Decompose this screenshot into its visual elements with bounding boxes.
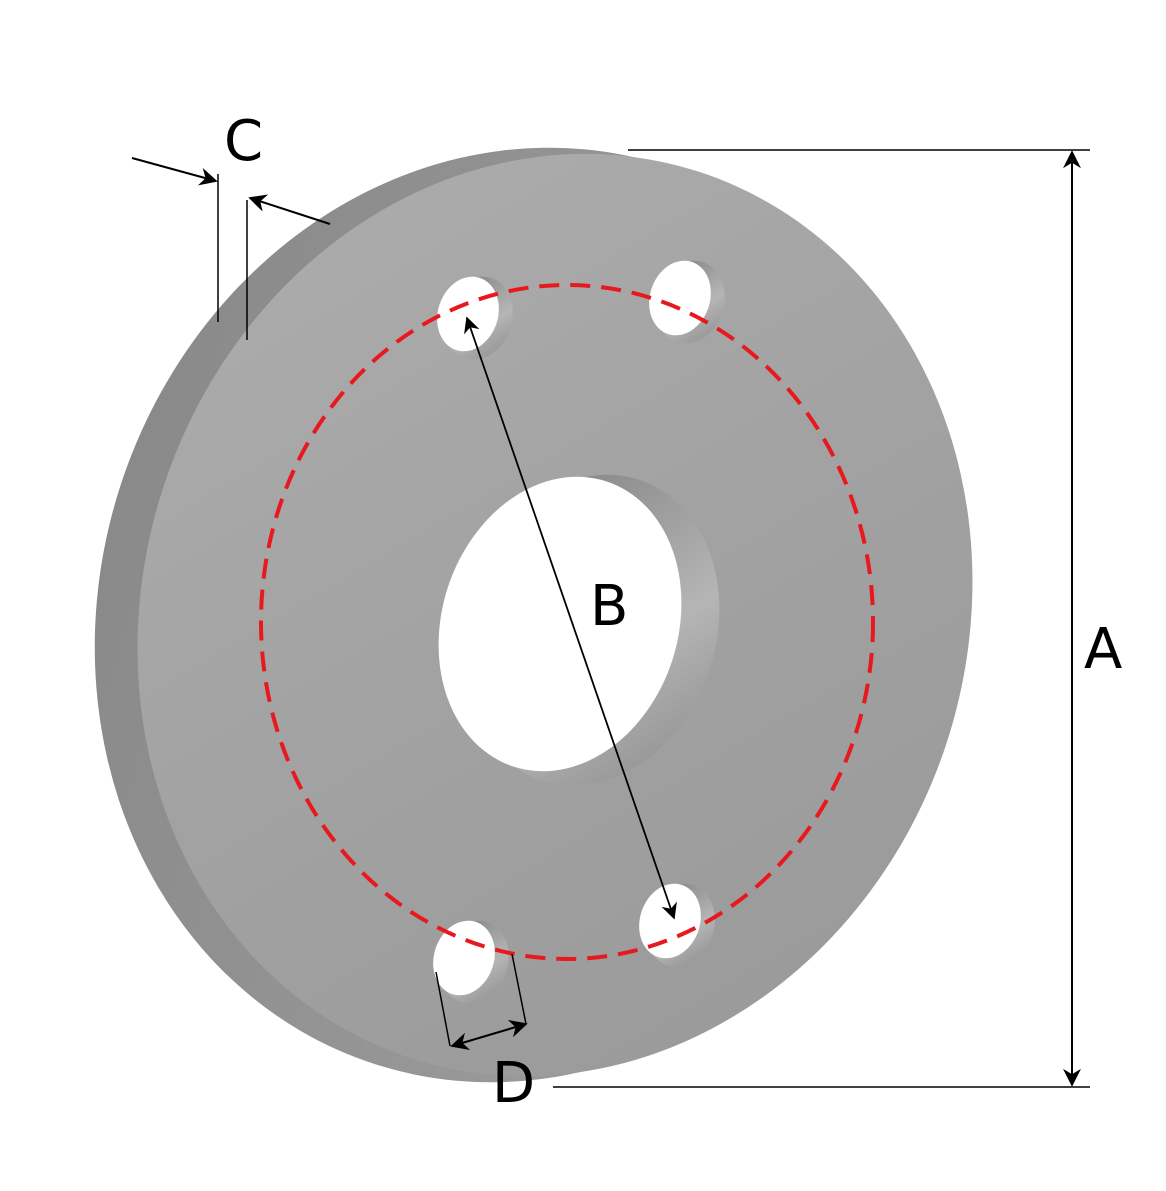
dimension-a: A — [553, 149, 1122, 1088]
bolt-hole-bottom-left — [433, 920, 509, 1004]
label-d: D — [492, 1051, 535, 1116]
label-c: C — [224, 109, 263, 174]
dimension-c: C — [131, 109, 331, 340]
label-a: A — [1084, 617, 1122, 682]
flange-plate — [94, 147, 973, 1083]
dimension-d: D — [435, 953, 535, 1116]
dimension-b: B — [464, 316, 677, 920]
bolt-circle — [259, 283, 875, 961]
label-b: B — [590, 574, 628, 639]
